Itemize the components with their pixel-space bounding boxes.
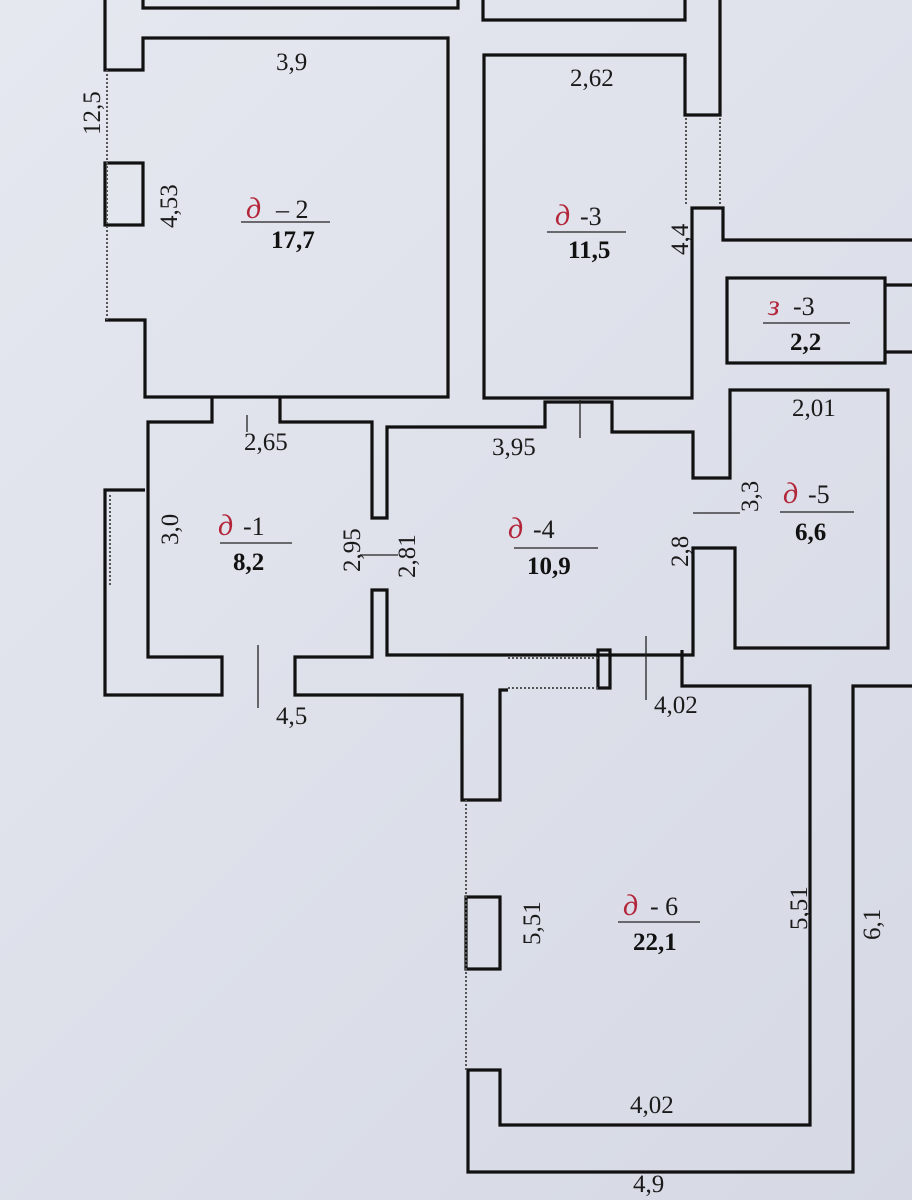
svg-text:д: д	[218, 509, 233, 542]
dim-label: 4,4	[667, 223, 694, 255]
svg-text:17,7: 17,7	[271, 227, 315, 254]
dimension-labels: 12,5 3,9 4,53 2,62 4,4 2,65 3,95 3,0 2,9…	[79, 49, 886, 1198]
svg-text:- 6: - 6	[650, 892, 678, 921]
svg-text:8,2: 8,2	[233, 549, 264, 576]
svg-text:д: д	[623, 889, 638, 922]
walls	[103, 0, 912, 1174]
openings	[106, 70, 740, 1070]
dim-label: 4,53	[156, 184, 183, 228]
dim-label: 2,01	[792, 395, 836, 422]
svg-text:2,2: 2,2	[790, 329, 821, 356]
svg-text:22,1: 22,1	[633, 929, 677, 956]
room-label-d5: д -5 6,6	[780, 477, 854, 546]
dim-label: 3,9	[276, 49, 307, 76]
svg-text:10,9: 10,9	[527, 553, 571, 580]
dim-label: 2,62	[570, 65, 614, 92]
dim-label: 5,51	[519, 901, 546, 945]
svg-text:6,6: 6,6	[795, 519, 826, 546]
svg-text:-5: -5	[808, 480, 830, 509]
svg-text:д: д	[783, 477, 798, 510]
svg-text:-3: -3	[793, 292, 815, 321]
dim-label: 4,9	[633, 1171, 664, 1198]
svg-text:-4: -4	[533, 515, 555, 544]
dim-label: 3,0	[157, 514, 184, 545]
room-label-d2: д – 2 17,7	[241, 192, 330, 254]
dim-label: 4,5	[276, 703, 307, 730]
room-label-d6: д - 6 22,1	[618, 889, 700, 956]
dim-label: 2,65	[244, 429, 288, 456]
dim-label: 2,8	[667, 536, 694, 567]
svg-text:-3: -3	[580, 202, 602, 231]
room-label-d4: д -4 10,9	[508, 512, 598, 580]
dim-label: 2,95	[339, 528, 366, 572]
svg-text:д: д	[508, 512, 523, 545]
svg-text:д: д	[246, 192, 261, 225]
dim-label: 3,95	[492, 434, 536, 461]
dim-label: 5,51	[786, 886, 813, 930]
room-label-z3: з -3 2,2	[763, 289, 850, 356]
dim-label: 4,02	[630, 1092, 674, 1119]
dim-label: 12,5	[79, 91, 106, 135]
svg-text:з: з	[767, 289, 780, 322]
room-label-d1: д -1 8,2	[218, 509, 292, 576]
dim-label: 2,81	[394, 534, 421, 578]
svg-text:11,5: 11,5	[568, 237, 610, 264]
svg-text:-1: -1	[243, 512, 265, 541]
svg-text:д: д	[555, 199, 570, 232]
svg-text:– 2: – 2	[275, 195, 309, 224]
room-label-d3: д -3 11,5	[547, 199, 626, 264]
dim-label: 6,1	[859, 909, 886, 940]
dim-label: 4,02	[654, 692, 698, 719]
dim-label: 3,3	[737, 481, 764, 512]
